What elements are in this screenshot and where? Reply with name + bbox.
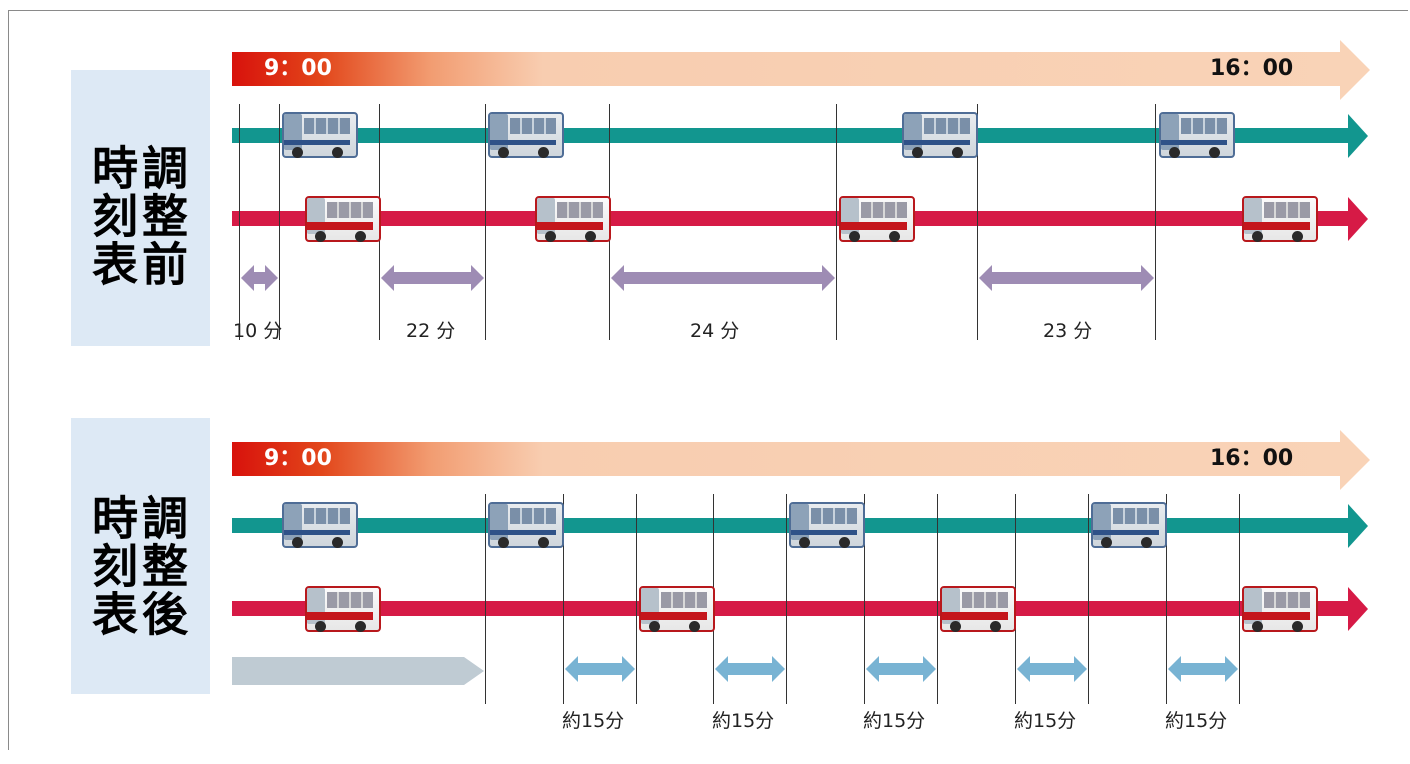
red-route-line (232, 211, 1350, 226)
time-start-label: 9：00 (264, 56, 332, 81)
divider-line (937, 494, 938, 704)
divider-line (279, 104, 280, 340)
time-axis-arrowhead (1340, 40, 1370, 100)
label-column-left: 時刻表 (84, 144, 140, 318)
time-axis-bar (232, 52, 1342, 86)
interval-arrow (381, 265, 484, 291)
divider-line (239, 104, 240, 340)
panel-before-adjustment: 時刻表 調整前 9：00 16：00 10 分 22 分 24 分 23 分 (0, 34, 1410, 374)
interval-arrow (1017, 656, 1087, 682)
bus-icon (938, 582, 1016, 636)
label-char: 時 (85, 144, 139, 192)
panel-label-box (71, 70, 210, 346)
bus-icon (787, 498, 865, 552)
bus-icon (303, 192, 381, 246)
divider-line (636, 494, 637, 704)
bus-icon (1157, 108, 1235, 162)
divider-line (786, 494, 787, 704)
time-end-label: 16：00 (1210, 446, 1294, 471)
interval-arrow (715, 656, 785, 682)
bus-icon (1089, 498, 1167, 552)
bus-icon (900, 108, 978, 162)
divider-line (977, 104, 978, 340)
time-end-label: 16：00 (1210, 56, 1294, 81)
bus-icon (280, 498, 358, 552)
interval-label: 24 分 (690, 320, 740, 342)
bus-icon (486, 498, 564, 552)
label-char: 整 (135, 192, 189, 240)
interval-arrow (979, 265, 1154, 291)
label-column-right: 調整前 (134, 144, 190, 318)
interval-label: 22 分 (406, 320, 456, 342)
divider-line (1239, 494, 1240, 704)
interval-label: 約15分 (863, 710, 926, 732)
interval-arrow (241, 265, 278, 291)
bus-icon (1240, 192, 1318, 246)
label-char: 時 (85, 494, 139, 542)
red-route-arrowhead (1348, 587, 1368, 631)
label-char: 後 (135, 590, 189, 638)
teal-route-arrowhead (1348, 504, 1368, 548)
label-column-left: 時刻表 (84, 494, 140, 668)
panel-label-box (71, 418, 210, 694)
divider-line (485, 104, 486, 340)
bus-icon (280, 108, 358, 162)
label-char: 表 (85, 590, 139, 638)
bus-icon (1240, 582, 1318, 636)
label-char: 表 (85, 240, 139, 288)
divider-line (864, 494, 865, 704)
bus-icon (837, 192, 915, 246)
divider-line (563, 494, 564, 704)
bus-icon (486, 108, 564, 162)
interval-arrow (866, 656, 936, 682)
divider-line (485, 494, 486, 704)
label-char: 前 (135, 240, 189, 288)
time-axis-bar (232, 442, 1342, 476)
bus-icon (637, 582, 715, 636)
panel-after-adjustment: 時刻表 調整後 9：00 16：00 約15分 約15分 約15分 約15分 約… (0, 418, 1410, 764)
red-route-arrowhead (1348, 197, 1368, 241)
time-start-label: 9：00 (264, 446, 332, 471)
bus-icon (533, 192, 611, 246)
interval-arrow (611, 265, 835, 291)
lead-in-arrow (232, 657, 486, 685)
teal-route-arrowhead (1348, 114, 1368, 158)
label-char: 刻 (85, 192, 139, 240)
interval-label: 約15分 (712, 710, 775, 732)
label-char: 刻 (85, 542, 139, 590)
divider-line (1166, 494, 1167, 704)
interval-label: 23 分 (1043, 320, 1093, 342)
divider-line (1088, 494, 1089, 704)
label-char: 調 (135, 144, 189, 192)
bus-icon (303, 582, 381, 636)
red-route-line (232, 601, 1350, 616)
interval-label: 約15分 (1165, 710, 1228, 732)
label-char: 調 (135, 494, 189, 542)
diagram-frame (8, 10, 1408, 750)
label-char: 整 (135, 542, 189, 590)
divider-line (836, 104, 837, 340)
interval-arrow (565, 656, 635, 682)
interval-arrow (1168, 656, 1238, 682)
interval-label: 約15分 (562, 710, 625, 732)
divider-line (1155, 104, 1156, 340)
interval-label: 10 分 (233, 320, 283, 342)
time-axis-arrowhead (1340, 430, 1370, 490)
label-column-right: 調整後 (134, 494, 190, 668)
interval-label: 約15分 (1014, 710, 1077, 732)
